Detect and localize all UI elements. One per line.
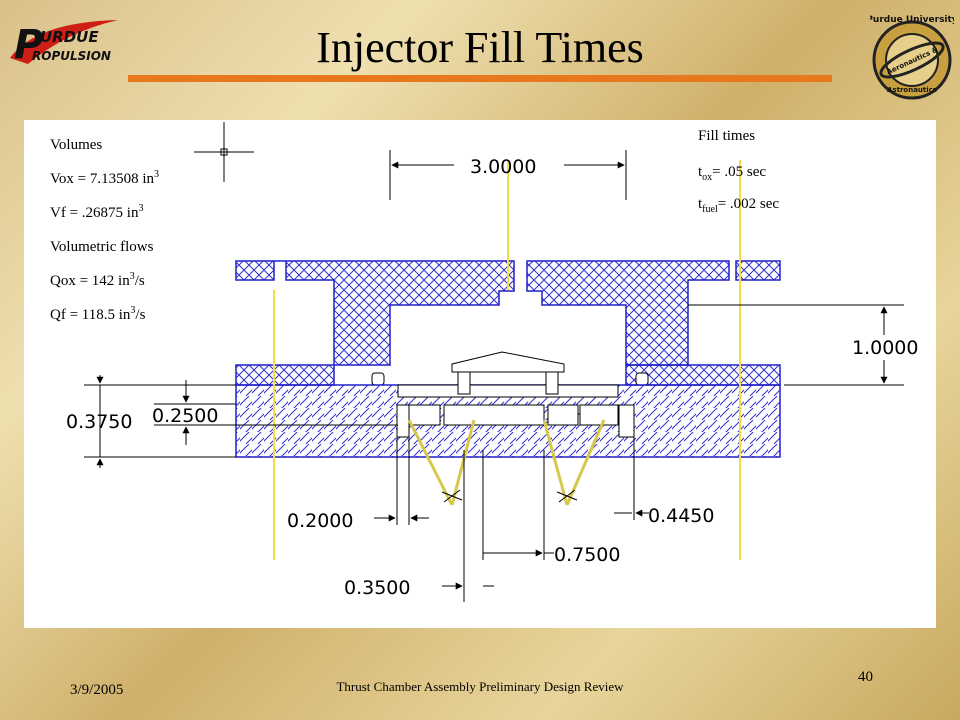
logo-line1: URDUE (40, 28, 99, 46)
logo-initial: P (14, 22, 43, 68)
dim-0-3750: 0.3750 (66, 411, 132, 433)
purdue-propulsion-logo: P URDUE ROPULSION (10, 20, 118, 68)
seal-line1: Purdue University (870, 15, 954, 25)
flows-heading: Volumetric flows (50, 239, 154, 255)
dim-0-7500: 0.7500 (554, 544, 620, 566)
dim-0-2500: 0.2500 (152, 405, 218, 427)
dim-0-2000: 0.2000 (287, 510, 353, 532)
footer-date: 3/9/2005 (70, 682, 124, 698)
tox-line: tox= .05 sec (698, 164, 767, 183)
tfuel-line: tfuel= .002 sec (698, 196, 780, 215)
purdue-aa-seal-logo: Purdue University Aeronautics & Astronau… (870, 15, 954, 100)
footer-title: Thrust Chamber Assembly Preliminary Desi… (336, 679, 624, 694)
qf-line: Qf = 118.5 in3/s (50, 305, 146, 323)
dim-0-4450: 0.4450 (648, 505, 714, 527)
dim-0-3500: 0.3500 (344, 577, 410, 599)
injector-plate (235, 384, 781, 458)
dimension-lines (84, 150, 904, 602)
volumes-heading: Volumes (50, 137, 103, 153)
logo-line2: ROPULSION (32, 49, 111, 63)
vox-line: Vox = 7.13508 in3 (50, 169, 160, 187)
slide-title: Injector Fill Times (316, 23, 644, 72)
dimension-labels: 3.0000 1.0000 0.3750 0.2500 0.2000 0.445… (66, 156, 918, 599)
injector-cross-section-drawing: 3.0000 1.0000 0.3750 0.2500 0.2000 0.445… (66, 122, 918, 602)
drawing-panel: 3.0000 1.0000 0.3750 0.2500 0.2000 0.445… (24, 120, 936, 628)
upper-block (235, 260, 781, 386)
crosshair-icon (194, 122, 254, 182)
dim-3-0000: 3.0000 (470, 156, 536, 178)
page-number: 40 (858, 669, 873, 685)
pintle-cap (451, 351, 565, 395)
jet-impingement-marks (441, 489, 578, 503)
dim-1-0000: 1.0000 (852, 337, 918, 359)
fill-times-heading: Fill times (698, 128, 756, 144)
seal-line3: Astronautics (887, 86, 937, 94)
qox-line: Qox = 142 in3/s (50, 271, 145, 289)
vf-line: Vf = .26875 in3 (50, 203, 144, 221)
title-underline (128, 75, 832, 82)
